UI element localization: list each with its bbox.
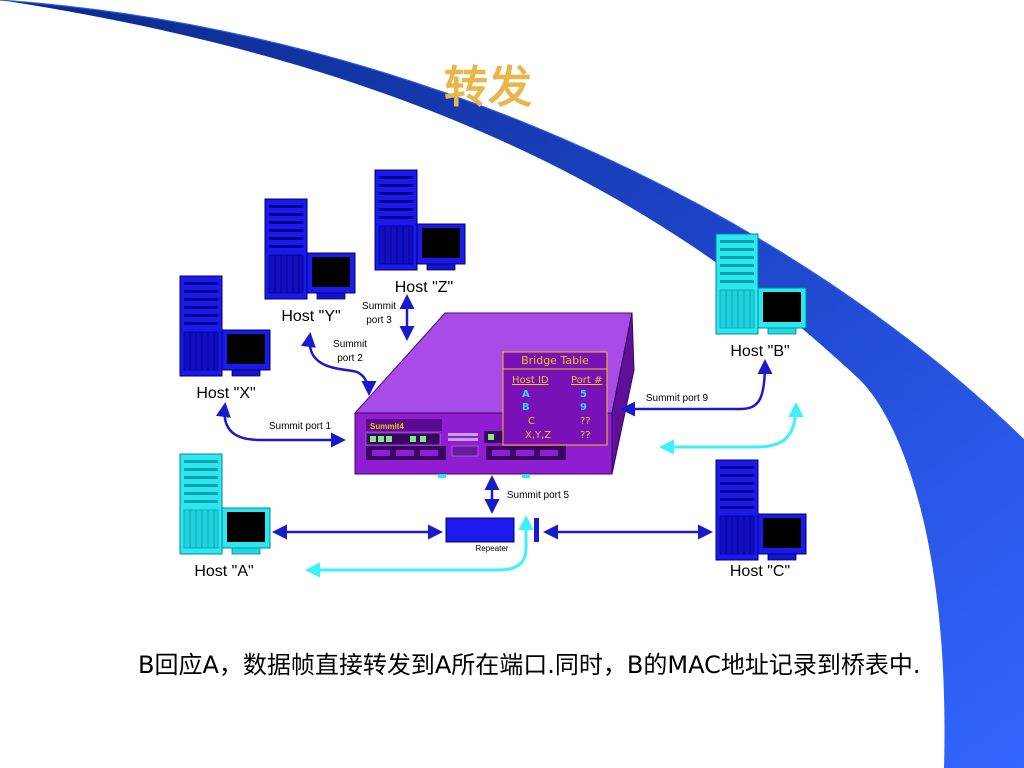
port1-label: Summit port 1 xyxy=(269,421,332,432)
bridge-table-row-host: A xyxy=(522,389,530,400)
bridge-table-row-port: ?? xyxy=(580,430,591,441)
bridge-table-row-host: B xyxy=(522,402,530,413)
repeater[interactable]: Repeater xyxy=(445,517,515,553)
host-c-label: Host "C" xyxy=(730,563,790,580)
host-c[interactable]: Host "C" xyxy=(715,459,807,580)
port5-label: Summit port 5 xyxy=(507,490,570,501)
switch-brand: Summit4 xyxy=(370,422,404,431)
server-tower-icon xyxy=(179,453,271,555)
frame-flow xyxy=(305,402,804,578)
flow-to-host-a xyxy=(305,515,534,578)
host-a[interactable]: Host "A" xyxy=(179,453,271,580)
host-y-label: Host "Y" xyxy=(281,308,340,325)
bridge-table-title: Bridge Table xyxy=(521,354,589,367)
port2-label-line2: port 2 xyxy=(337,353,363,364)
host-b-label: Host "B" xyxy=(730,343,789,360)
host-x[interactable]: Host "X" xyxy=(179,275,271,402)
server-tower-icon xyxy=(264,198,356,300)
host-b[interactable]: Host "B" xyxy=(715,233,807,360)
port3-label-line2: port 3 xyxy=(366,315,392,326)
slide-title: 转发 xyxy=(444,62,532,113)
port-labels: Summit port 1 Summit port 2 Summit port … xyxy=(269,301,709,501)
bridge-table-row-host: C xyxy=(528,416,535,427)
bridge-table-col-port: Port # xyxy=(571,375,602,386)
bridge-table-col-host: Host ID xyxy=(512,375,549,386)
slide-caption: B回应A，数据帧直接转发到A所在端口.同时，B的MAC地址记录到桥表中. xyxy=(138,651,921,679)
bridge-table-row-port: 5 xyxy=(580,389,587,400)
port3-label-line1: Summit xyxy=(362,301,396,312)
repeater-label: Repeater xyxy=(476,544,509,553)
bridge-table-row-host: X,Y,Z xyxy=(525,430,551,441)
flow-b-to-switch xyxy=(659,402,804,455)
port2-label-line1: Summit xyxy=(333,339,367,350)
server-tower-icon xyxy=(179,275,271,377)
server-tower-icon xyxy=(715,459,807,561)
link-port2 xyxy=(300,332,377,396)
host-a-label: Host "A" xyxy=(194,563,253,580)
host-y[interactable]: Host "Y" xyxy=(264,198,356,325)
server-tower-icon xyxy=(374,169,466,271)
bridge-table: Bridge Table Host ID Port # A 5 B 9 C ??… xyxy=(502,351,608,446)
host-z-label: Host "Z" xyxy=(395,279,453,296)
host-z[interactable]: Host "Z" xyxy=(374,169,466,296)
host-x-label: Host "X" xyxy=(196,385,255,402)
link-port1 xyxy=(215,402,346,448)
repeater-icon xyxy=(445,517,515,543)
bridge-table-row-port: ?? xyxy=(580,416,591,427)
bridge-table-row-port: 9 xyxy=(580,402,587,413)
port9-label: Summit port 9 xyxy=(646,393,709,404)
